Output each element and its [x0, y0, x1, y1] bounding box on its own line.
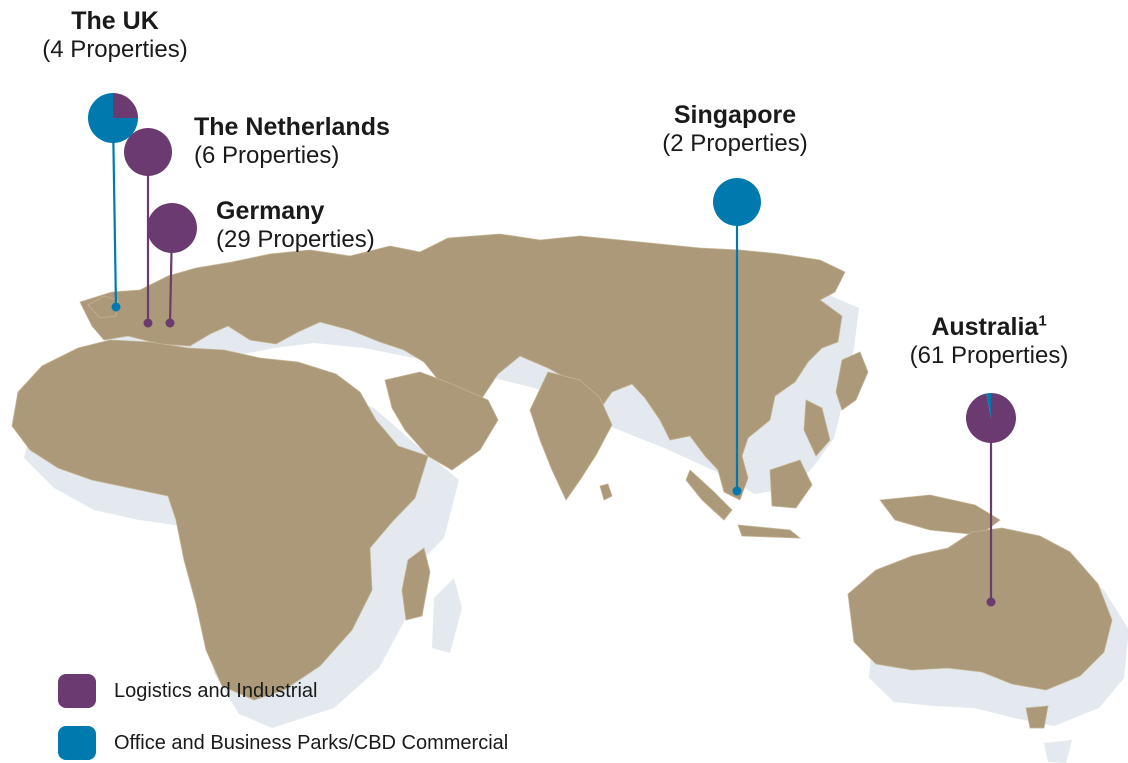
property-count: (4 Properties): [42, 36, 188, 63]
land: [11, 233, 1113, 729]
uk-pin-line: [111, 117, 118, 308]
property-count: (2 Properties): [662, 130, 808, 157]
office-swatch: [58, 726, 96, 760]
australia-pie-office-slice: [986, 393, 991, 418]
uk-pin-dot: [111, 302, 121, 312]
japan: [835, 351, 869, 411]
property-count: (61 Properties): [909, 342, 1069, 369]
africa: [11, 339, 429, 701]
netherlands-pie-logistics-slice: [124, 128, 172, 176]
uk-label: The UK (4 Properties): [10, 6, 220, 65]
java: [737, 524, 802, 539]
india: [529, 371, 613, 501]
legend: Logistics and Industrial Office and Busi…: [58, 671, 508, 763]
madagascar-shadow: [432, 578, 462, 653]
uk-pie-logistics-slice: [113, 93, 138, 118]
property-count: (29 Properties): [216, 226, 375, 253]
country-name: Australia1: [880, 312, 1098, 342]
singapore-pie-office-slice: [713, 178, 761, 226]
eurasia: [79, 233, 846, 501]
new-guinea: [879, 494, 1001, 536]
footnote-marker: 1: [1038, 312, 1047, 330]
legend-label: Office and Business Parks/CBD Commercial: [114, 731, 509, 754]
australia-pin-dot: [986, 597, 996, 607]
tasmania-shadow: [1044, 740, 1072, 763]
australia: [847, 527, 1113, 691]
philippines: [803, 399, 831, 457]
legend-item-logistics: Logistics and Industrial: [58, 671, 508, 711]
country-name: Singapore: [673, 101, 797, 129]
madagascar: [401, 547, 431, 621]
property-markers: [88, 93, 1017, 607]
netherlands-pin-dot: [143, 318, 153, 328]
logistics-swatch: [58, 674, 96, 708]
germany-pin-dot: [165, 318, 175, 328]
arabia: [384, 371, 499, 471]
australia-label: Australia1 (61 Properties): [880, 312, 1098, 371]
country-name: The Netherlands: [194, 113, 390, 141]
singapore-pin-dot: [732, 486, 742, 496]
country-name: The UK: [71, 7, 159, 35]
tasmania: [1025, 705, 1049, 729]
borneo: [769, 459, 813, 509]
property-count: (6 Properties): [194, 142, 340, 169]
sri-lanka: [599, 483, 613, 501]
germany-pie-logistics-slice: [147, 203, 197, 253]
netherlands-label: The Netherlands (6 Properties): [194, 112, 390, 171]
uk-pie-office-slice: [88, 93, 138, 143]
germany-label: Germany (29 Properties): [216, 196, 375, 255]
legend-label: Logistics and Industrial: [114, 679, 318, 702]
country-name-text: Australia: [931, 313, 1039, 341]
singapore-label: Singapore (2 Properties): [620, 100, 850, 159]
sumatra: [685, 469, 733, 521]
legend-item-office: Office and Business Parks/CBD Commercial: [58, 723, 508, 763]
country-name: Germany: [216, 197, 325, 225]
